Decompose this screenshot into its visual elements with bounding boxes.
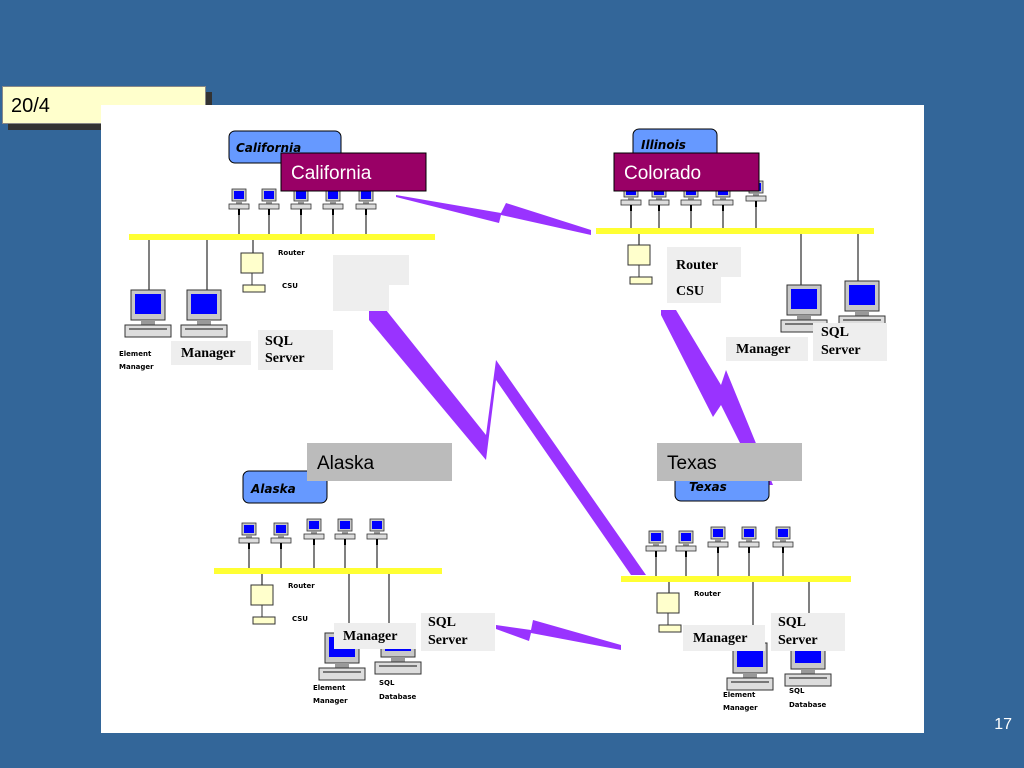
alaska-manager-label: Manager xyxy=(343,629,397,644)
site-texas: Texas Router Element Manager SQL Databas… xyxy=(621,443,851,712)
illinois-manager-label: Manager xyxy=(736,342,790,357)
texas-router-caption: Router xyxy=(694,590,721,598)
alaska-sql-label-1: SQL xyxy=(428,615,456,630)
texas-manager-label: Manager xyxy=(693,631,747,646)
texas-db-caption-2: Database xyxy=(789,701,827,709)
texas-sql-label-2: Server xyxy=(778,633,818,648)
site-illinois: Illinois Router CSU Manager SQL Server C… xyxy=(596,128,887,361)
wan-link-colorado-texas xyxy=(661,310,773,485)
texas-manager-label-box xyxy=(683,625,765,651)
alaska-sql-label-box xyxy=(421,613,495,651)
california-csu-caption: CSU xyxy=(282,282,298,290)
illinois-router-label-box xyxy=(667,247,741,277)
illinois-manager-label-box xyxy=(726,337,808,361)
texas-callout-text: Texas xyxy=(667,453,717,474)
california-em-caption-1: Element xyxy=(119,350,152,358)
network-diagram-panel: California Router CSU Element Manager Ma… xyxy=(101,105,924,733)
california-sql-server-icon xyxy=(180,289,228,338)
illinois-router-icon xyxy=(627,244,653,285)
california-router-caption: Router xyxy=(278,249,305,257)
california-manager-label: Manager xyxy=(181,346,235,361)
network-diagram: California Router CSU Element Manager Ma… xyxy=(119,128,887,712)
texas-db-caption-1: SQL xyxy=(789,687,805,695)
california-em-caption-2: Manager xyxy=(119,363,154,371)
california-sql-label-2: Server xyxy=(265,351,305,366)
illinois-lan-bus xyxy=(596,228,874,234)
colorado-callout-box xyxy=(613,152,760,192)
texas-header-text: Texas xyxy=(689,480,727,494)
texas-router-icon xyxy=(656,592,682,633)
california-manager-label-box xyxy=(171,341,251,365)
wan-link-california-texas xyxy=(369,310,646,575)
alaska-csu-caption: CSU xyxy=(292,615,308,623)
illinois-sql-server-icon xyxy=(838,280,886,329)
illinois-csu-label-box xyxy=(667,277,721,303)
illinois-sql-label-box xyxy=(813,323,887,361)
illinois-sql-label-1: SQL xyxy=(821,325,849,340)
california-sql-label-box xyxy=(258,330,333,370)
illinois-csu-label: CSU xyxy=(676,284,704,299)
alaska-header-text: Alaska xyxy=(250,482,296,496)
california-lan-bus xyxy=(129,234,435,240)
alaska-header-box xyxy=(242,470,328,504)
illinois-router-label: Router xyxy=(676,258,718,273)
texas-workstations xyxy=(645,526,794,558)
colorado-callout-text: Colorado xyxy=(624,163,701,184)
california-header-text: California xyxy=(236,141,301,155)
wan-link-california-colorado xyxy=(396,195,591,235)
california-router-icon xyxy=(240,252,266,293)
alaska-db-caption-1: SQL xyxy=(379,679,395,687)
alaska-sql-label-2: Server xyxy=(428,633,468,648)
alaska-em-caption-2: Manager xyxy=(313,697,348,705)
site-alaska: Alaska Router CSU Element Manager SQL Da… xyxy=(214,443,495,705)
alaska-manager-label-box xyxy=(334,623,416,649)
illinois-header-text: Illinois xyxy=(641,138,686,152)
texas-lan-bus xyxy=(621,576,851,582)
texas-sql-label-1: SQL xyxy=(778,615,806,630)
page-number: 17 xyxy=(994,716,1012,733)
texas-callout-box xyxy=(657,443,802,481)
alaska-router-icon xyxy=(250,584,276,625)
california-callout-text: California xyxy=(291,163,372,184)
california-blank-box-1 xyxy=(333,255,409,285)
texas-sql-label-box xyxy=(771,613,845,651)
alaska-em-caption-1: Element xyxy=(313,684,346,692)
california-sql-label-1: SQL xyxy=(265,334,293,349)
site-california: California Router CSU Element Manager Ma… xyxy=(119,130,435,371)
alaska-router-caption: Router xyxy=(288,582,315,590)
california-workstations xyxy=(228,188,377,216)
texas-em-caption-1: Element xyxy=(723,691,756,699)
texas-em-caption-2: Manager xyxy=(723,704,758,712)
california-element-manager-icon xyxy=(124,289,172,338)
alaska-callout-box xyxy=(307,443,452,481)
wan-link-alaska-texas xyxy=(496,620,621,650)
california-callout-box xyxy=(280,152,427,192)
alaska-workstations xyxy=(238,518,388,550)
alaska-lan-bus xyxy=(214,568,442,574)
alaska-db-caption-2: Database xyxy=(379,693,417,701)
california-blank-box-2 xyxy=(333,283,389,311)
alaska-callout-text: Alaska xyxy=(317,453,374,474)
illinois-sql-label-2: Server xyxy=(821,343,861,358)
